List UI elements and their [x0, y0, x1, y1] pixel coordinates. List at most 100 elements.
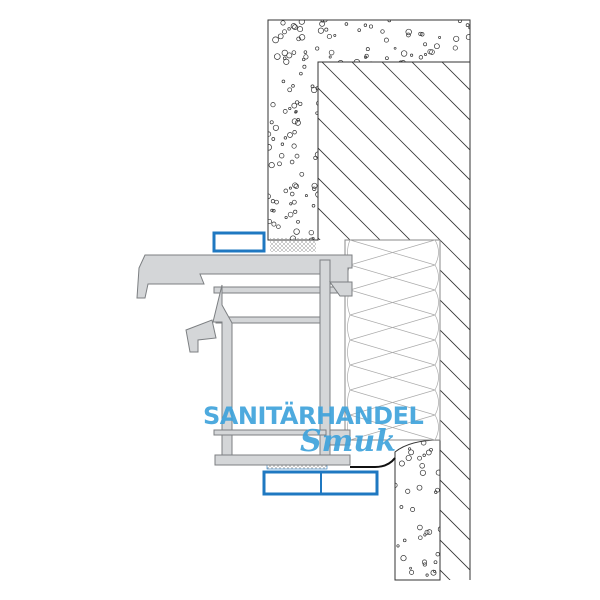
plaster-grain: [452, 373, 460, 381]
plaster-grain: [420, 182, 425, 187]
plaster-grain: [396, 68, 402, 73]
plaster-grain: [370, 223, 375, 228]
plaster-grain: [462, 222, 469, 229]
plaster-grain: [273, 376, 277, 380]
plaster-grain: [422, 453, 426, 457]
plaster-grain: [373, 100, 380, 107]
insulation: [344, 239, 441, 441]
plaster-grain: [415, 113, 422, 120]
plaster-grain: [304, 381, 309, 386]
plaster-grain: [281, 49, 288, 57]
hatch-line: [329, 62, 470, 580]
plaster-grain: [292, 182, 298, 188]
insulation-cell: [347, 289, 439, 316]
plaster-grain: [382, 100, 388, 106]
plaster-grain: [290, 23, 297, 30]
plaster-grain: [352, 516, 356, 520]
plaster-grain: [283, 136, 288, 140]
plaster-grain: [413, 166, 421, 173]
plaster-grain: [291, 143, 297, 149]
plaster-grain: [289, 202, 293, 206]
plaster-grain: [434, 43, 440, 50]
plaster-grain: [336, 127, 341, 132]
plaster-grain: [282, 29, 287, 35]
plaster-grain: [387, 20, 392, 23]
plaster-grain: [346, 79, 350, 83]
plaster-grain: [302, 494, 308, 501]
plaster-grain: [285, 532, 292, 539]
plaster-grain: [405, 28, 412, 36]
plaster-grain: [271, 137, 276, 141]
plaster-grain: [285, 348, 290, 353]
plaster-grain: [292, 24, 298, 30]
plaster-grain: [408, 449, 414, 456]
hatch-line: [318, 62, 470, 580]
plaster-grain: [288, 344, 295, 351]
plaster-grain: [304, 194, 308, 198]
plaster-grain: [383, 37, 389, 43]
plaster-grain: [291, 199, 297, 205]
plaster-grain: [454, 470, 461, 477]
plaster-grain: [270, 569, 275, 574]
plaster-grain: [289, 520, 295, 527]
plaster-grain: [301, 395, 306, 400]
plaster-grain: [324, 27, 329, 32]
plaster-grain: [453, 35, 460, 42]
hatch-line: [419, 62, 470, 580]
plaster-grain: [389, 506, 394, 511]
plaster-grain: [456, 186, 463, 194]
plaster-grain: [276, 511, 281, 515]
plaster-grain: [430, 569, 437, 576]
plaster-grain: [281, 79, 286, 84]
plaster-grain: [460, 535, 467, 543]
plaster-grain: [315, 46, 320, 51]
plaster-grain: [284, 373, 291, 381]
plaster-grain: [315, 545, 319, 549]
plaster-grain: [459, 148, 466, 155]
plaster-grain: [385, 56, 389, 61]
plaster-grain: [308, 229, 314, 236]
plaster-grain: [451, 116, 457, 122]
plaster-grain: [357, 505, 363, 512]
plaster-grain: [293, 228, 300, 235]
plaster-grain: [460, 359, 465, 364]
plaster-grain: [449, 466, 453, 470]
plaster-grain: [295, 343, 301, 348]
plaster-grain: [454, 561, 460, 566]
plaster-grain: [349, 518, 355, 524]
plaster-grain: [444, 548, 450, 554]
plaster-grain: [287, 211, 294, 218]
plaster-grain: [413, 205, 421, 213]
plaster-grain: [270, 102, 276, 108]
plaster-grain: [390, 65, 395, 70]
plaster-grain: [323, 77, 330, 84]
plaster-grain: [456, 187, 463, 194]
plaster-grain: [418, 210, 424, 216]
insulation-cell: [347, 414, 439, 441]
plaster-grain: [277, 161, 282, 167]
plaster-grain: [444, 259, 447, 263]
plaster-grain: [412, 197, 416, 201]
plaster-grain: [376, 203, 381, 207]
plaster-grain: [435, 552, 440, 557]
plaster-grain: [318, 71, 324, 76]
plaster-grain: [365, 235, 370, 240]
plaster-grain: [334, 146, 341, 153]
plaster-grain: [360, 545, 366, 551]
plaster-grain: [268, 441, 272, 446]
plaster-grain: [318, 168, 325, 176]
plaster-grain: [410, 53, 414, 57]
plaster-grain: [416, 484, 423, 491]
plaster-grain: [293, 518, 297, 523]
plaster-grain: [351, 510, 357, 516]
plaster-grain: [435, 487, 440, 493]
plaster-grain: [333, 33, 337, 37]
plaster-grain: [302, 64, 307, 69]
plaster-grain: [333, 329, 339, 335]
plaster-grain: [359, 105, 364, 111]
plaster-grain: [320, 540, 328, 548]
plaster-grain: [296, 554, 303, 561]
plaster-grain: [405, 454, 412, 462]
